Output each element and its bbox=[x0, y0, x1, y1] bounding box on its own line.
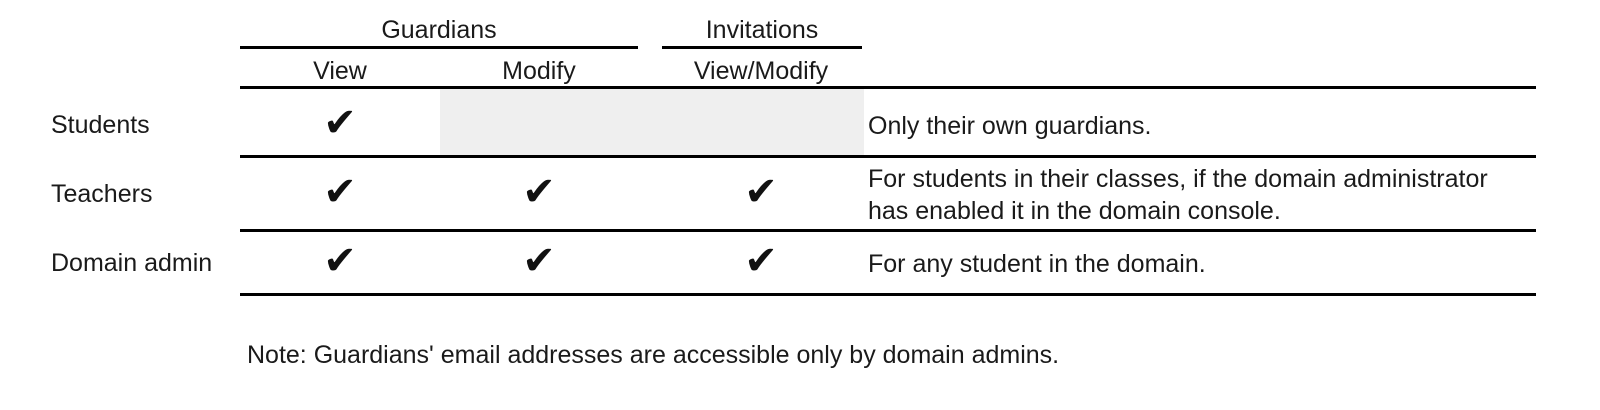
checkmark-students-guardians-view: ✔ bbox=[323, 100, 357, 146]
row-rule-after-teachers bbox=[240, 229, 1536, 232]
column-group-header-invitations: Invitations bbox=[705, 16, 819, 44]
description-students-line1: Only their own guardians. bbox=[868, 112, 1152, 140]
checkmark-teachers-guardians-modify: ✔ bbox=[522, 169, 556, 215]
footer-note: Note: Guardians' email addresses are acc… bbox=[247, 341, 1060, 369]
row-label-students: Students bbox=[51, 111, 150, 139]
column-header-modify: Modify bbox=[502, 57, 576, 85]
disabled-cell-students-modify-invitations bbox=[440, 89, 864, 155]
checkmark-teachers-guardians-view: ✔ bbox=[323, 169, 357, 215]
group-rule-guardians bbox=[240, 46, 638, 49]
table-header-rule bbox=[240, 86, 1536, 89]
table-bottom-rule bbox=[240, 293, 1536, 296]
column-group-header-guardians: Guardians bbox=[381, 16, 497, 44]
row-label-teachers: Teachers bbox=[51, 180, 153, 208]
checkmark-teachers-invitations-view-modify: ✔ bbox=[744, 169, 778, 215]
checkmark-domain-admin-guardians-view: ✔ bbox=[323, 238, 357, 284]
description-teachers-line1: For students in their classes, if the do… bbox=[868, 165, 1488, 193]
row-label-domain-admin: Domain admin bbox=[51, 249, 213, 277]
row-rule-after-students bbox=[240, 155, 1536, 158]
description-teachers-line2: has enabled it in the domain console. bbox=[868, 197, 1281, 225]
column-header-view-modify: View/Modify bbox=[693, 57, 829, 85]
group-rule-invitations bbox=[662, 46, 862, 49]
column-header-view: View bbox=[313, 57, 367, 85]
checkmark-domain-admin-guardians-modify: ✔ bbox=[522, 238, 556, 284]
description-domain-admin-line1: For any student in the domain. bbox=[868, 250, 1206, 278]
checkmark-domain-admin-invitations-view-modify: ✔ bbox=[744, 238, 778, 284]
